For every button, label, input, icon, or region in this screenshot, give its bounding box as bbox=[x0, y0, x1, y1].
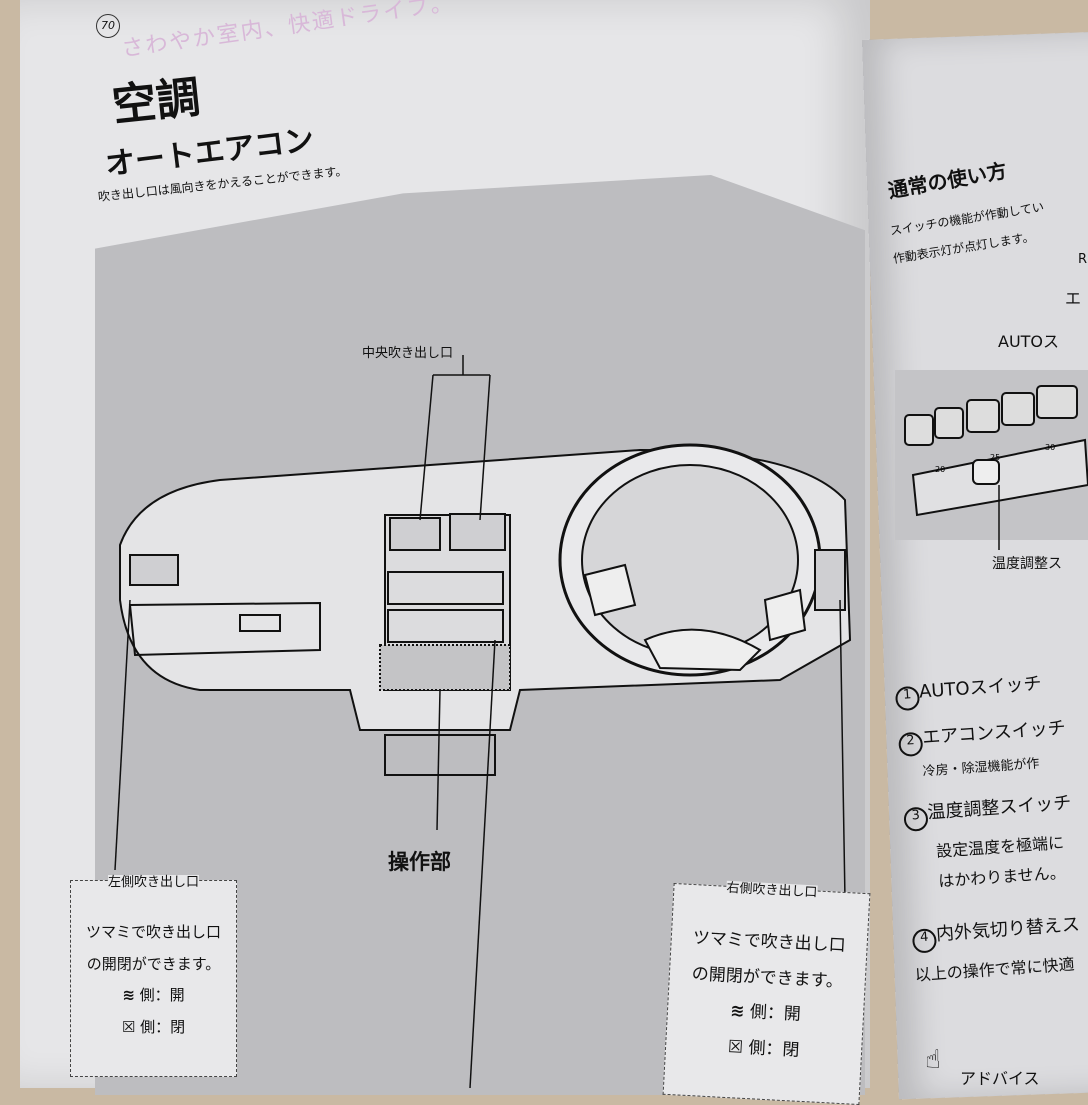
step-detail: はかわりません。 bbox=[937, 862, 1067, 891]
step-detail: 設定温度を極端に bbox=[935, 832, 1065, 861]
open-text: 側：開 bbox=[749, 1002, 802, 1026]
left-vent-line2: の開閉ができます。 bbox=[86, 954, 221, 973]
temp-scale-30: 30 bbox=[1045, 443, 1055, 452]
step-text: エアコンスイッチ bbox=[921, 717, 1067, 749]
left-vent-line1: ツマミで吹き出し口 bbox=[85, 923, 221, 941]
temp-scale-25: 25 bbox=[990, 453, 1000, 462]
vent-closed-icon: ☒ bbox=[727, 1037, 744, 1058]
close-text: 側：閉 bbox=[747, 1038, 800, 1061]
advice-heading: アドバイス bbox=[960, 1069, 1040, 1088]
right-vent-heading: 右側吹き出し口 bbox=[726, 880, 818, 901]
step-number: 3 bbox=[903, 806, 929, 833]
left-vent-heading: 左側吹き出し口 bbox=[107, 875, 199, 890]
left-vent-box: 左側吹き出し口 ツマミで吹き出し口 の開閉ができます。 ≋ 側：開 ☒ 側：閉 bbox=[70, 875, 237, 1077]
open-text: 側：開 bbox=[139, 986, 185, 1004]
control-panel-illustration: 20 25 30 bbox=[895, 370, 1088, 550]
right-vent-box: 右側吹き出し口 ツマミで吹き出し口 の開閉ができます。 ≋ 側：開 ☒ 側：閉 bbox=[662, 880, 871, 1105]
step-detail: 冷房・除湿機能が作 bbox=[922, 756, 1040, 780]
callout-auto: AUTOス bbox=[998, 332, 1060, 351]
temp-slider-label: 温度調整ス bbox=[992, 556, 1062, 572]
pointing-hand-icon: ☝ bbox=[925, 1045, 941, 1075]
callout-e: エ bbox=[1065, 289, 1082, 308]
dashboard-illustration bbox=[114, 355, 852, 1088]
vent-closed-icon: ☒ bbox=[121, 1017, 136, 1036]
close-text: 側：閉 bbox=[140, 1017, 186, 1036]
callout-r: R bbox=[1078, 252, 1088, 267]
vent-open-icon: ≋ bbox=[729, 1001, 745, 1023]
step-number: 4 bbox=[911, 928, 938, 954]
page-number: 70 bbox=[96, 14, 120, 38]
control-panel-label: 操作部 bbox=[388, 850, 451, 874]
step-text: 内外気切り替えス bbox=[935, 914, 1081, 946]
center-vent-label: 中央吹き出し口 bbox=[362, 346, 454, 361]
step-text: 温度調整スイッチ bbox=[926, 792, 1072, 824]
vent-open-icon: ≋ bbox=[122, 986, 135, 1004]
step-number: 2 bbox=[897, 731, 924, 758]
temp-scale-20: 20 bbox=[935, 465, 945, 474]
step-number: 1 bbox=[894, 685, 921, 712]
